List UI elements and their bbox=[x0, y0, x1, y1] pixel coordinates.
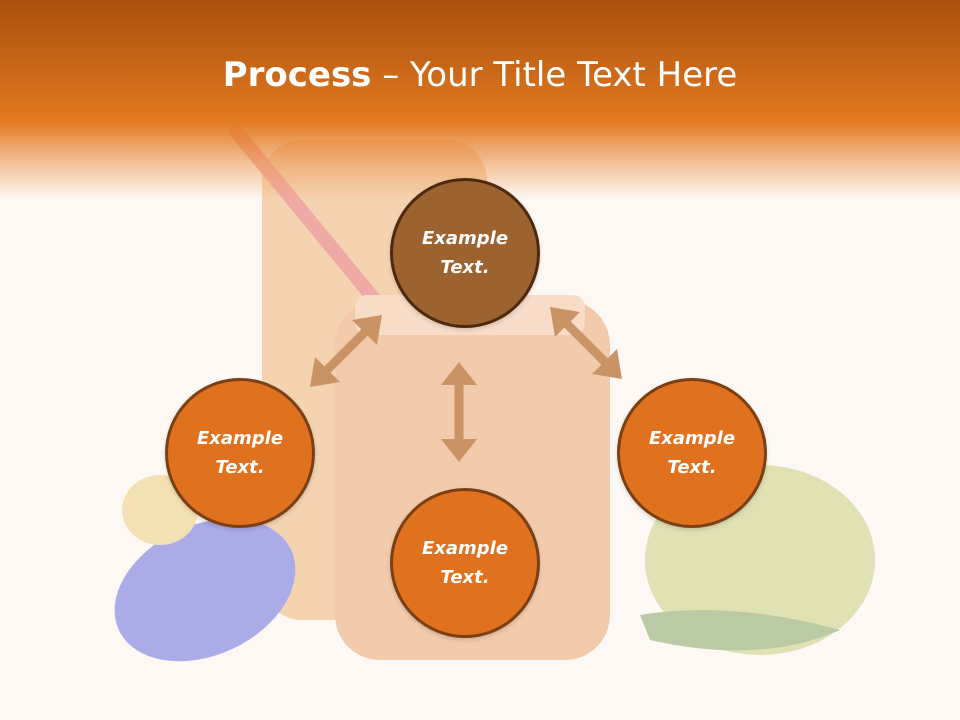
process-node-left[interactable]: Example Text. bbox=[165, 378, 315, 528]
node-right-line1: Example bbox=[648, 428, 736, 449]
title-rest: – Your Title Text Here bbox=[371, 55, 738, 95]
node-top-line2: Text. bbox=[440, 257, 490, 278]
node-left-line2: Text. bbox=[215, 457, 265, 478]
process-node-bottom[interactable]: Example Text. bbox=[390, 488, 540, 638]
double-arrow-right-icon bbox=[550, 307, 622, 379]
pacifier-illustration bbox=[114, 518, 296, 662]
node-left-line1: Example bbox=[196, 428, 284, 449]
leaf-illustration bbox=[640, 610, 840, 651]
node-top-line1: Example bbox=[421, 228, 509, 249]
node-right-line2: Text. bbox=[667, 457, 717, 478]
slide-title: Process – Your Title Text Here bbox=[0, 52, 960, 98]
node-bottom-line1: Example bbox=[421, 538, 509, 559]
process-node-top[interactable]: Example Text. bbox=[390, 178, 540, 328]
process-node-right[interactable]: Example Text. bbox=[617, 378, 767, 528]
double-arrow-vertical-icon bbox=[441, 362, 477, 462]
double-arrow-left-icon bbox=[310, 315, 382, 387]
title-bar bbox=[0, 0, 960, 200]
node-bottom-line2: Text. bbox=[440, 567, 490, 588]
title-bold: Process bbox=[222, 55, 372, 95]
